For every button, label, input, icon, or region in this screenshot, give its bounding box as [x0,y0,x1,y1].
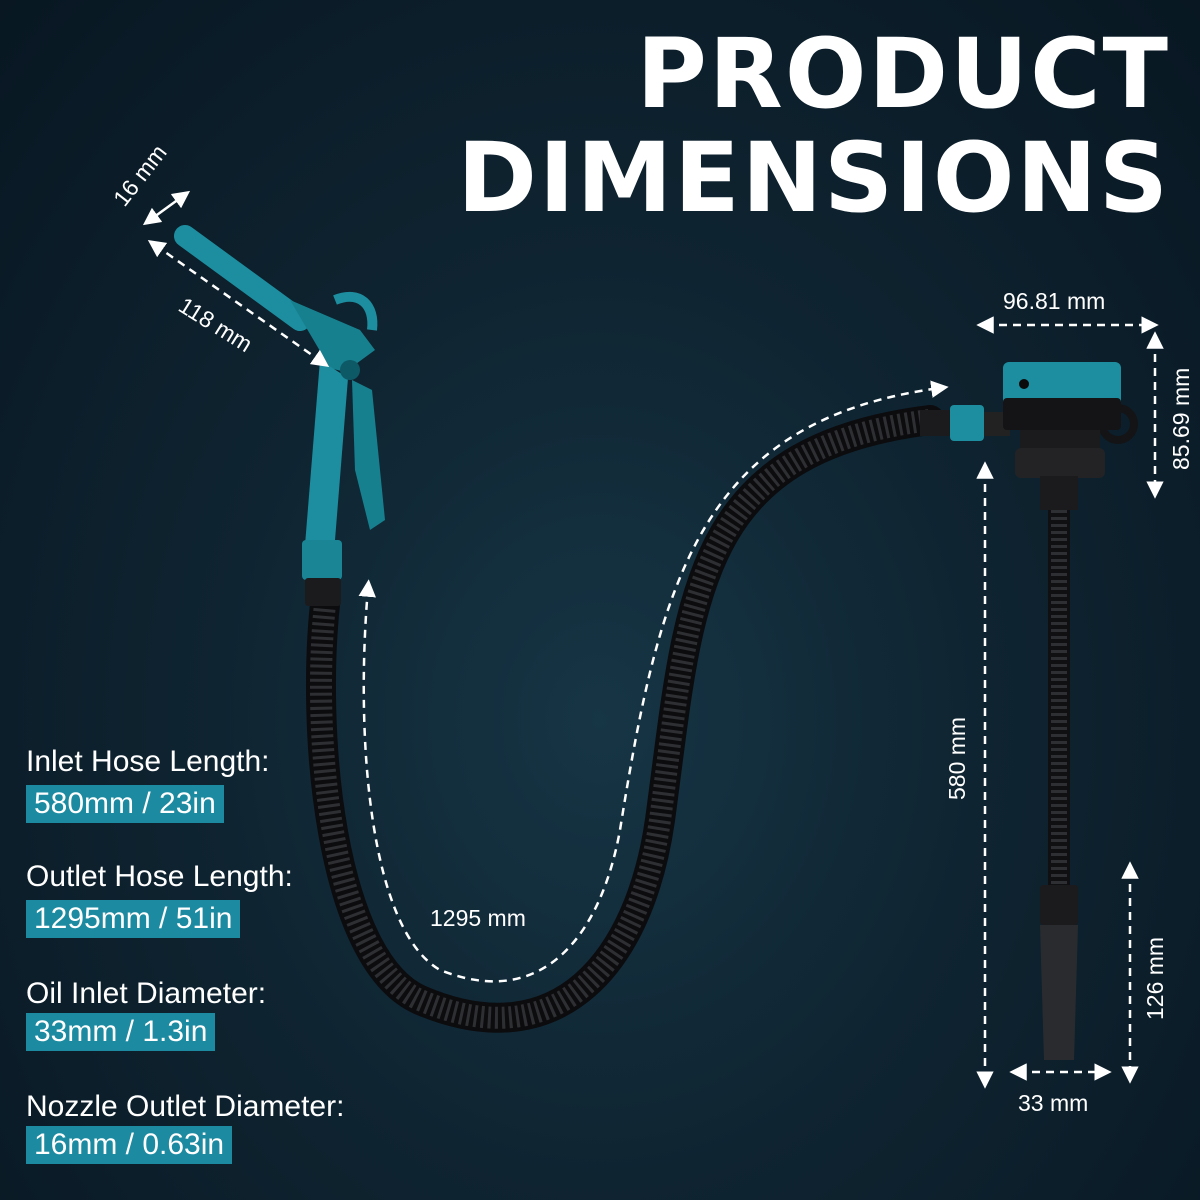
pump-head [920,362,1138,510]
inlet-tube [1040,510,1078,1060]
dim-pump-width: 96.81 mm [1003,288,1106,314]
dim-inlet-tip: 126 mm [1142,936,1168,1020]
spec-label-nozzle-outlet: Nozzle Outlet Diameter: [26,1090,345,1123]
dim-pump-height: 85.69 mm [1168,367,1194,470]
dim-outlet-hose: 1295 mm [430,905,526,931]
dimension-lines [142,190,1164,1089]
dim-inlet-tube: 580 mm [944,716,970,800]
spec-value-outlet-hose: 1295mm / 51in [26,900,241,938]
title-line-2: DIMENSIONS [457,122,1170,234]
spec-label-oil-inlet: Oil Inlet Diameter: [26,977,267,1010]
title-line-1: PRODUCT [636,18,1170,130]
spec-value-oil-inlet: 33mm / 1.3in [26,1013,216,1051]
nozzle-gun [174,225,385,606]
spec-label-inlet-hose: Inlet Hose Length: [26,745,270,778]
spec-label-outlet-hose: Outlet Hose Length: [26,860,293,893]
spec-value-inlet-hose: 580mm / 23in [26,785,224,823]
spec-value-nozzle-outlet: 16mm / 0.63in [26,1126,233,1164]
outlet-hose [306,405,945,1033]
dim-inlet-diameter: 33 mm [1018,1090,1089,1116]
